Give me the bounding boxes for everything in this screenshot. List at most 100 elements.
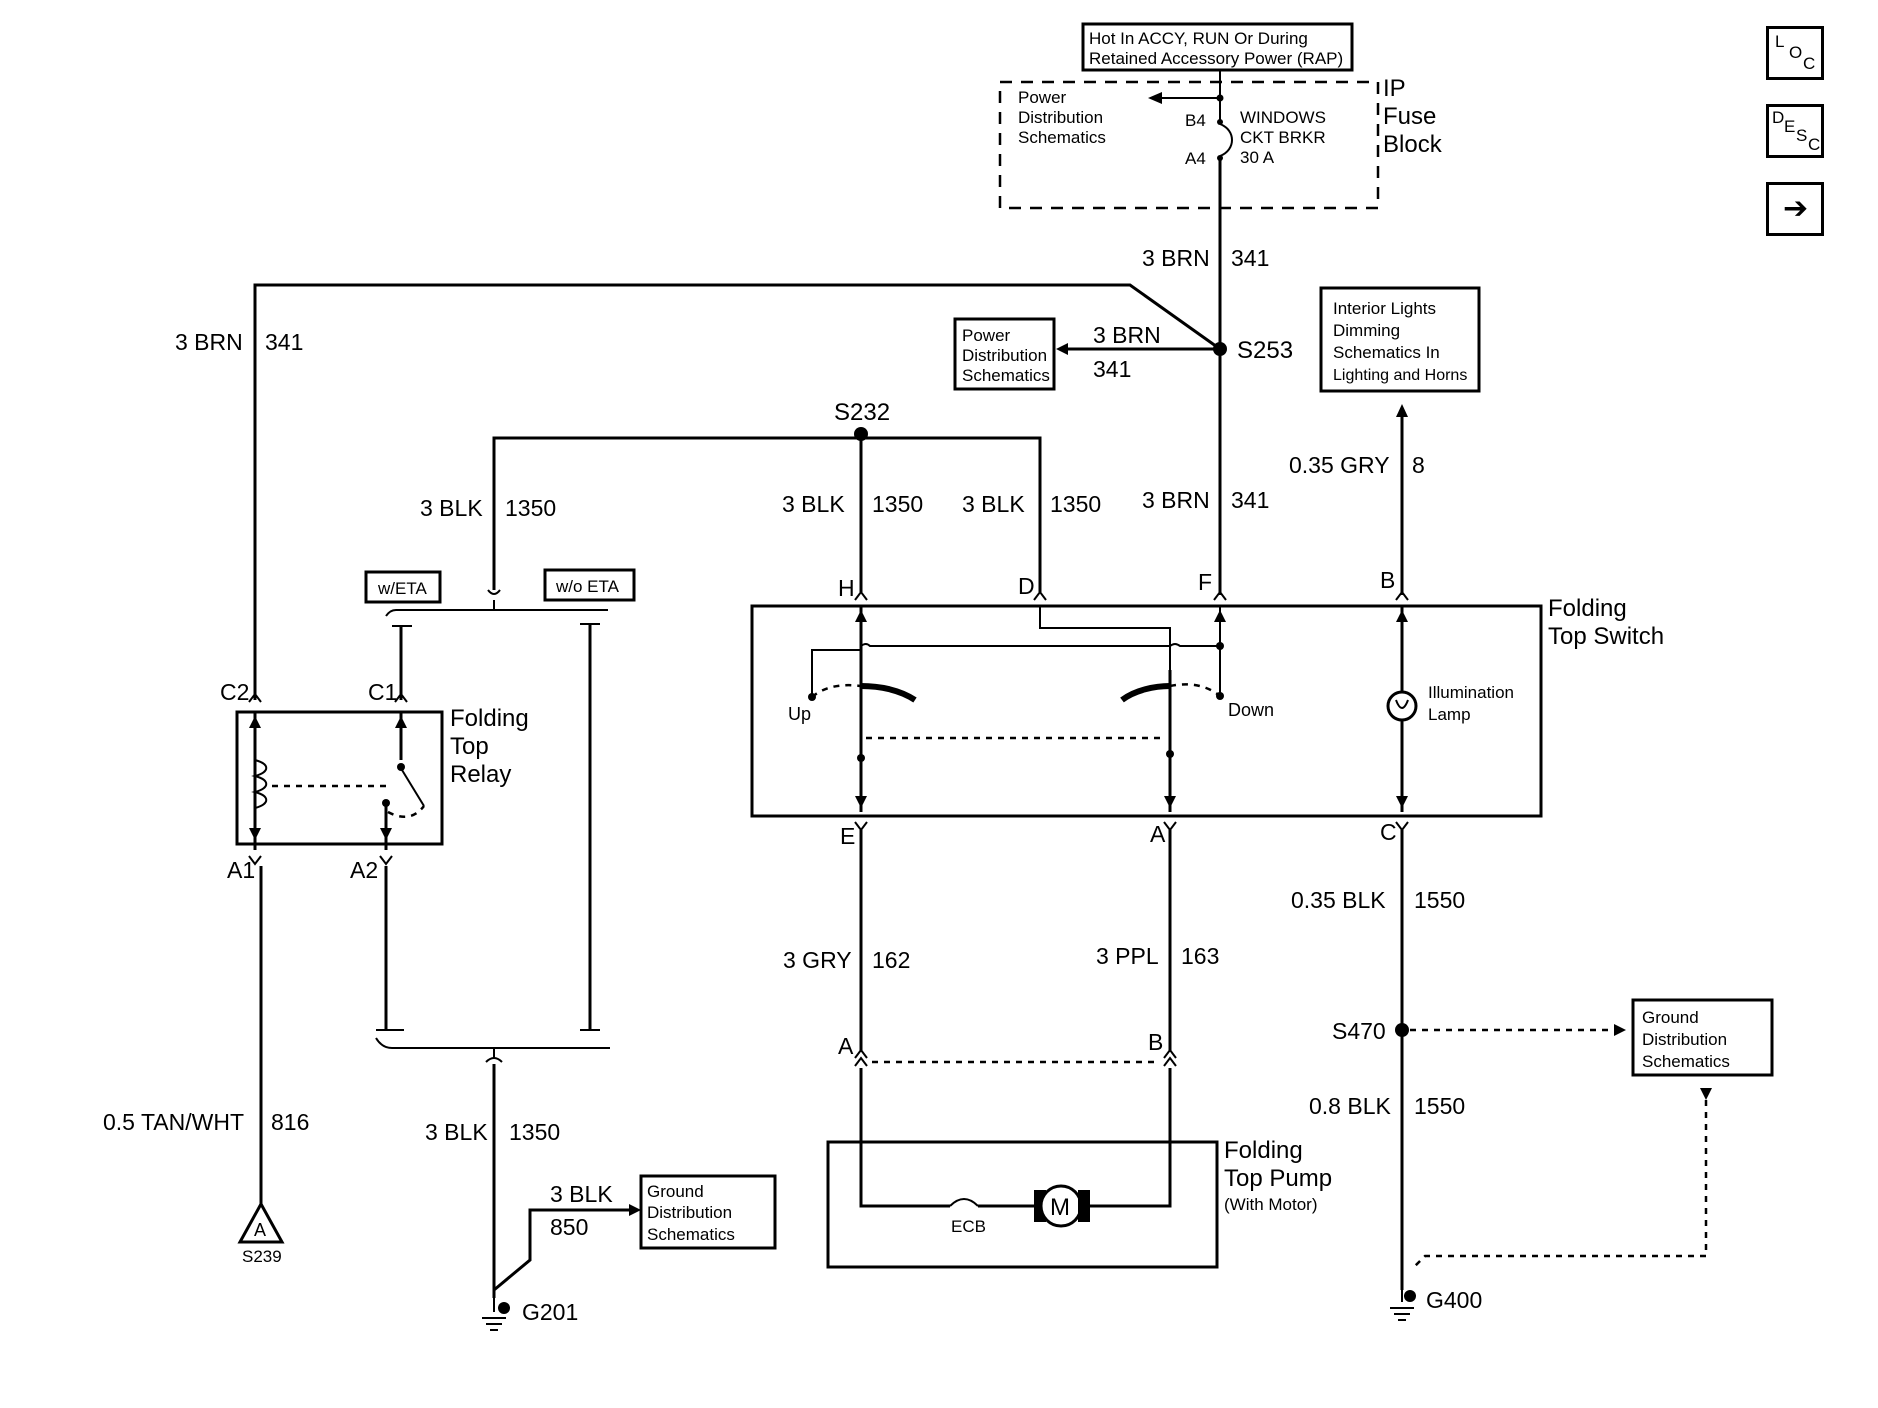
ground-g400-icon: [1404, 1290, 1416, 1302]
loc-nav-button[interactable]: L O C: [1766, 26, 1824, 80]
illumination-lamp-line1: Illumination: [1428, 683, 1514, 702]
relay-pin-a2: A2: [350, 857, 378, 883]
relay-pin-c2: C2: [220, 679, 249, 705]
wire-label-blk-left-circuit: 1350: [505, 495, 556, 521]
fuse-block-outline: [998, 80, 1380, 210]
ground-dist-ref-a-line3: Schematics: [647, 1225, 735, 1244]
folding-top-switch: Folding Top Switch H D F B Up Down: [750, 567, 1664, 849]
switch-pin-f: F: [1198, 569, 1212, 595]
switch-pin-e: E: [840, 823, 855, 849]
pump-name-line3: (With Motor): [1224, 1195, 1318, 1214]
relay-name-line3: Relay: [450, 761, 511, 788]
arrow-left-icon: [1148, 92, 1162, 104]
desc-nav-button[interactable]: D E S C: [1766, 104, 1824, 158]
desc-letter-s: S: [1796, 126, 1808, 145]
switch-pin-h: H: [838, 575, 855, 601]
wire-label-blk-left-gauge: 3 BLK: [420, 495, 483, 521]
fuse-block-name-line2: Fuse: [1383, 103, 1436, 130]
pump-pin-b: B: [1148, 1029, 1163, 1055]
switch-name-line2: Top Switch: [1548, 623, 1664, 650]
option-w-eta-label: w/ETA: [377, 579, 427, 598]
switch-pin-a: A: [1150, 821, 1166, 847]
wire-label-brn-branch-gauge: 3 BRN: [1093, 322, 1161, 348]
pump-name-line1: Folding: [1224, 1137, 1303, 1164]
ground-dist-ref-b-line2: Distribution: [1642, 1030, 1727, 1049]
option-w-eta: [364, 570, 442, 604]
pump-pin-a: A: [838, 1033, 854, 1059]
wire-label-blk-c-gauge: 0.35 BLK: [1291, 887, 1386, 913]
switch-up-arm: [860, 683, 917, 703]
wire-label-brn-switch-gauge: 3 BRN: [1142, 487, 1210, 513]
loc-letter-c: C: [1803, 54, 1816, 73]
wire-label-blk-g400-circuit: 1550: [1414, 1093, 1465, 1119]
power-dist-ref-b-line1: Power: [962, 326, 1011, 345]
next-nav-button[interactable]: ➔: [1766, 182, 1824, 236]
ecb-icon: [949, 1198, 979, 1207]
desc-letter-d: D: [1772, 108, 1785, 127]
folding-top-pump: Folding Top Pump (With Motor) ECB M: [826, 1068, 1332, 1269]
relay-name-line2: Top: [450, 733, 489, 760]
blk-1550-ground: 0.35 BLK 1550 S470 Ground Distribution S…: [1291, 830, 1774, 1321]
switch-body: [750, 604, 1543, 818]
ground-dist-ref-b-line3: Schematics: [1642, 1052, 1730, 1071]
power-dist-ref-b-line2: Distribution: [962, 346, 1047, 365]
folding-top-relay: Folding Top Relay C2 C1 A1 A2: [220, 679, 529, 1031]
arrow-right-icon: ➔: [1783, 191, 1809, 226]
wire-brn-to-relay: [253, 283, 1221, 700]
pin-b4: B4: [1185, 111, 1206, 130]
s239-label: S239: [242, 1247, 282, 1266]
wire-label-ppl-163-circuit: 163: [1181, 943, 1219, 969]
relay-contact-icon: [401, 769, 425, 807]
wire-label-brn-branch-circuit: 341: [1093, 356, 1131, 382]
pin-a4: A4: [1185, 149, 1206, 168]
wire-label-blk-d-circuit: 1350: [1050, 491, 1101, 517]
ground-g201-label: G201: [522, 1299, 578, 1325]
blk-1350-bus: S232 3 BLK 1350 3 BLK 1350 3 BLK 1350: [420, 399, 1101, 592]
relay-pin-c1: C1: [368, 679, 397, 705]
desc-letter-e: E: [1784, 117, 1796, 136]
hot-label-line2: Retained Accessory Power (RAP): [1089, 49, 1343, 68]
switch-pin-b: B: [1380, 567, 1395, 593]
arrow-right-icon: [629, 1204, 641, 1216]
loc-letter-l: L: [1775, 32, 1785, 51]
splice-s470-label: S470: [1332, 1018, 1386, 1044]
pump-wires: 3 GRY 162 3 PPL 163 A B: [783, 830, 1219, 1067]
switch-name-line1: Folding: [1548, 595, 1627, 622]
breaker-name-line3: 30 A: [1240, 148, 1275, 167]
ecb-label: ECB: [951, 1217, 986, 1236]
breaker-name-line2: CKT BRKR: [1240, 128, 1326, 147]
arrow-left-icon: [1056, 343, 1068, 355]
ground-g400-label: G400: [1426, 1287, 1482, 1313]
power-dist-ref-a-line3: Schematics: [1018, 128, 1106, 147]
fuse-block-name-line3: Block: [1383, 131, 1443, 158]
ground-dist-ref-a: [639, 1174, 777, 1250]
hot-label-box: [1081, 22, 1354, 72]
wire-label-brn-switch-circuit: 341: [1231, 487, 1269, 513]
desc-letter-c: C: [1808, 135, 1821, 154]
relay-pin-a1: A1: [227, 857, 255, 883]
power-dist-ref-b: [953, 317, 1056, 391]
arrow-up-icon: [1396, 404, 1408, 417]
splice-s470: [1395, 1023, 1409, 1037]
interior-ref-line1: Interior Lights: [1333, 299, 1436, 318]
circuit-breaker-icon: [1219, 123, 1233, 157]
relay-name-line1: Folding: [450, 705, 529, 732]
wire-label-tan-wht-circuit: 816: [271, 1109, 309, 1135]
wire-label-blk-850-circuit: 850: [550, 1214, 588, 1240]
hot-label-line1: Hot In ACCY, RUN Or During: [1089, 29, 1308, 48]
eta-options: w/ETA w/o ETA: [364, 568, 636, 1063]
relay-coil-icon: [251, 759, 268, 809]
pump-name-line2: Top Pump: [1224, 1165, 1332, 1192]
wire-label-gry-162-gauge: 3 GRY: [783, 947, 852, 973]
motor-label: M: [1050, 1194, 1070, 1221]
ground-dist-ref-b: [1631, 998, 1774, 1077]
arrow-down-icon: [1700, 1088, 1712, 1100]
switch-down-label: Down: [1228, 700, 1274, 720]
switch-up-label: Up: [788, 704, 811, 724]
wire-label-brn-top-circuit: 341: [1231, 245, 1269, 271]
wire-label-blk-h-circuit: 1350: [872, 491, 923, 517]
wire-label-gry-illum-gauge: 0.35 GRY: [1289, 452, 1390, 478]
blk-g201: 3 BLK 1350 3 BLK 850 Ground Distribution…: [425, 1064, 777, 1331]
power-dist-ref-a-line2: Distribution: [1018, 108, 1103, 127]
